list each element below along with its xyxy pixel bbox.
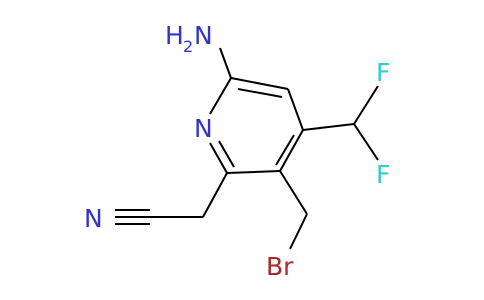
bond-c4-c3: [279, 129, 304, 172]
fluorine-bottom-label: F: [376, 160, 390, 189]
bond-c2-ch2cn: [202, 172, 228, 218]
bond-c2-n1: [209, 142, 228, 174]
bond-chf2-f-bottom: [353, 123, 379, 161]
bond-c5-c4: [287, 88, 304, 131]
bond-c6-c5: [230, 77, 289, 90]
bond-c4-chf2: [302, 123, 355, 131]
fluorine-top-label: F: [376, 58, 390, 87]
bond-double-c6-c5: [237, 88, 283, 98]
bond-c3-ch2br: [279, 170, 308, 215]
bond-chf2-f-top: [353, 85, 379, 125]
bond-c6-nh2: [219, 47, 232, 79]
ring-n-label: N: [194, 114, 213, 143]
bond-double-c2-n1: [218, 140, 235, 168]
amine-h-label: H: [165, 21, 184, 50]
bond-double-c4-c3: [275, 134, 295, 166]
bromine-label: Br: [266, 252, 294, 281]
bond-n1-c6: [209, 77, 232, 115]
amine-n-label: N: [194, 21, 213, 50]
amine-h-count-label: 2: [183, 37, 193, 56]
bond-ch2-br: [289, 213, 308, 250]
bond-c3-c2: [226, 170, 281, 174]
nitrile-n-label: N: [84, 204, 103, 233]
